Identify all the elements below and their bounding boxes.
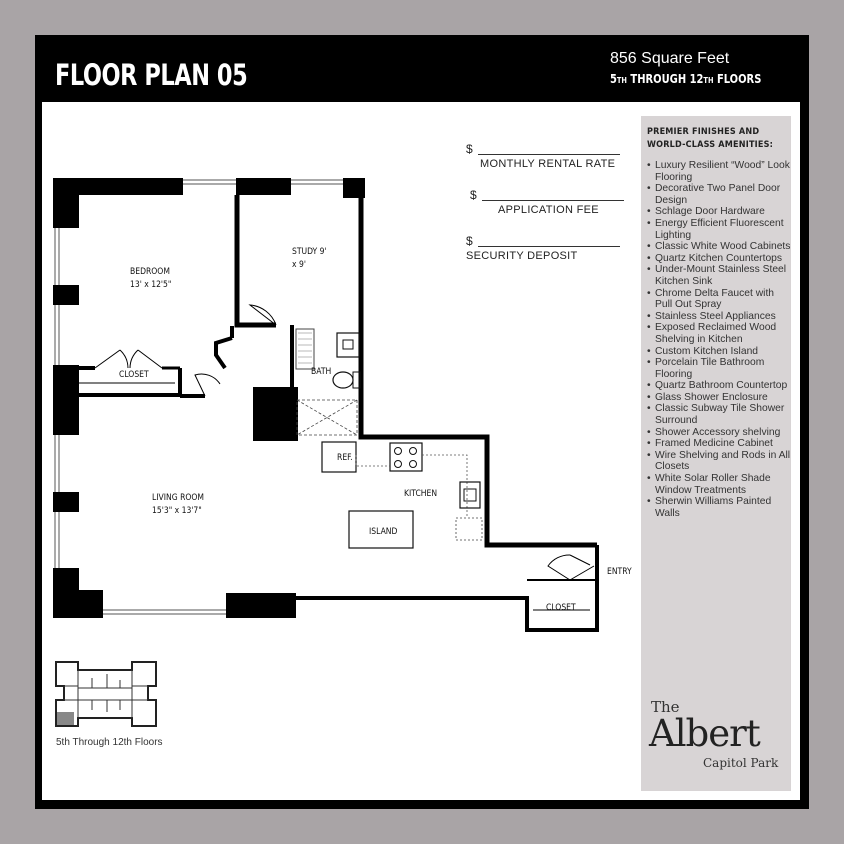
fee-blank-line xyxy=(482,200,624,201)
fee-blank-line xyxy=(478,154,620,155)
amenity-item: Framed Medicine Cabinet xyxy=(647,438,793,450)
room-label-kitchen: KITCHEN xyxy=(404,489,437,499)
amenity-item: Glass Shower Enclosure xyxy=(647,392,793,404)
floors-part: FLOORS xyxy=(713,72,762,86)
logo-albert: Albert xyxy=(649,712,761,755)
amenity-item: Custom Kitchen Island xyxy=(647,346,793,358)
amenities-heading-line: WORLD-CLASS AMENITIES: xyxy=(647,139,774,150)
amenities-panel: PREMIER FINISHES AND WORLD-CLASS AMENITI… xyxy=(641,116,791,791)
dollar-sign: $ xyxy=(470,188,477,202)
floor-plan-title: FLOOR PLAN 05 xyxy=(55,58,248,92)
fee-label: MONTHLY RENTAL RATE xyxy=(480,158,616,170)
amenities-heading: PREMIER FINISHES AND WORLD-CLASS AMENITI… xyxy=(647,126,787,151)
fee-label: APPLICATION FEE xyxy=(498,204,599,216)
label-entry: ENTRY xyxy=(607,567,632,577)
amenities-list: Luxury Resilient “Wood” Look FlooringDec… xyxy=(647,160,793,519)
amenity-item: Quartz Bathroom Countertop xyxy=(647,380,793,392)
walls xyxy=(53,178,365,618)
floors-part: TH xyxy=(703,76,714,85)
windows xyxy=(54,179,343,615)
amenity-item: Wire Shelving and Rods in All Closets xyxy=(647,450,793,473)
amenity-item: Classic Subway Tile Shower Surround xyxy=(647,403,793,426)
amenity-item: Quartz Kitchen Countertops xyxy=(647,253,793,265)
room-dim-living: 15'3" x 13'7" xyxy=(152,506,202,516)
amenity-item: Sherwin Williams Painted Walls xyxy=(647,496,793,519)
door-swings xyxy=(94,304,595,581)
room-label-living: LIVING ROOM xyxy=(152,493,204,503)
dollar-sign: $ xyxy=(466,234,473,248)
logo-capitol-park: Capitol Park xyxy=(703,756,779,770)
key-plan-caption: 5th Through 12th Floors xyxy=(56,737,163,748)
floors-range: 5TH THROUGH 12TH FLOORS xyxy=(610,72,761,86)
amenity-item: Shower Accessory shelving xyxy=(647,427,793,439)
amenities-heading-line: PREMIER FINISHES AND xyxy=(647,127,760,137)
room-label-closet-entry: CLOSET xyxy=(546,603,576,613)
fee-blank-line xyxy=(478,246,620,247)
amenity-item: Chrome Delta Faucet with Pull Out Spray xyxy=(647,288,793,311)
room-label-bedroom: BEDROOM xyxy=(130,267,170,277)
amenity-item: Energy Efficient Fluorescent Lighting xyxy=(647,218,793,241)
amenity-item: Luxury Resilient “Wood” Look Flooring xyxy=(647,160,793,183)
amenity-item: Porcelain Tile Bathroom Flooring xyxy=(647,357,793,380)
room-dim-bedroom: 13' x 12'5" xyxy=(130,280,171,290)
key-plan xyxy=(55,661,157,727)
square-feet: 856 Square Feet xyxy=(610,50,730,67)
floors-part: 5 xyxy=(610,72,617,86)
interior-walls xyxy=(79,195,599,632)
room-label-bath: BATH xyxy=(311,367,331,377)
amenity-item: Decorative Two Panel Door Design xyxy=(647,183,793,206)
amenity-item: Classic White Wood Cabinets xyxy=(647,241,793,253)
amenity-item: Schlage Door Hardware xyxy=(647,206,793,218)
label-refrigerator: REF. xyxy=(337,453,353,463)
amenity-item: White Solar Roller Shade Window Treatmen… xyxy=(647,473,793,496)
logo-the: The xyxy=(651,698,680,716)
dollar-sign: $ xyxy=(466,142,473,156)
amenity-item: Stainless Steel Appliances xyxy=(647,311,793,323)
amenity-item: Exposed Reclaimed Wood Shelving in Kitch… xyxy=(647,322,793,345)
floors-part: TH xyxy=(616,76,627,85)
amenity-item: Under-Mount Stainless Steel Kitchen Sink xyxy=(647,264,793,287)
fee-label: SECURITY DEPOSIT xyxy=(466,250,578,262)
room-label-study: STUDY 9' xyxy=(292,247,327,257)
label-island: ISLAND xyxy=(369,527,398,537)
kitchen-fixtures xyxy=(321,441,483,549)
room-label-closet: CLOSET xyxy=(119,370,149,380)
floors-part: THROUGH 12 xyxy=(626,72,704,86)
bath-fixtures xyxy=(295,328,361,436)
room-dim-study: x 9' xyxy=(292,260,306,270)
